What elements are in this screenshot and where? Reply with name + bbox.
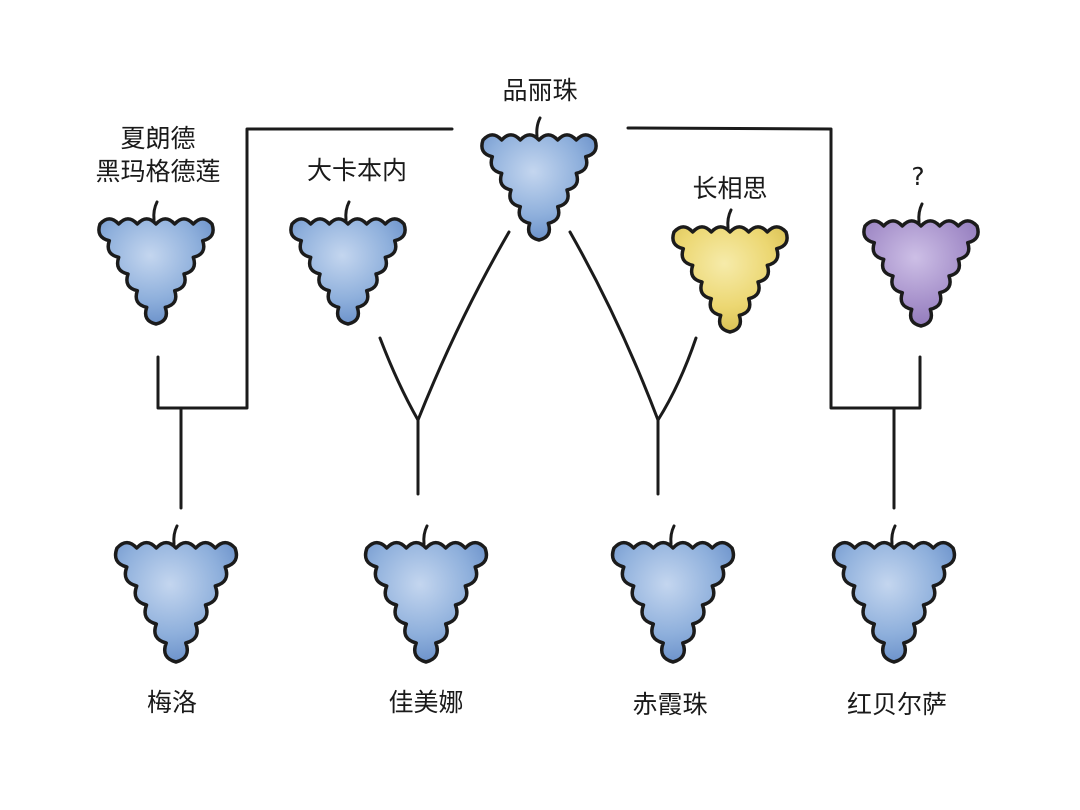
grape-rebelsa-body [831,540,957,664]
grape-merlot-stem [172,524,179,546]
grape-label-cabernet-franc: 品丽珠 [502,76,578,105]
grape-cabernet-franc-stem [535,116,542,138]
grape-carmenere-stem [422,524,429,546]
grape-sauvignon-blanc [671,208,789,334]
grape-charente [97,200,215,326]
connector-lines [156,126,922,510]
grape-cabernet-sauvignon [610,524,736,664]
grape-sauvignon-blanc-stem [726,208,733,230]
grape-cabernet-franc-body [480,133,598,242]
connector-cabernet-sauvignon [568,230,698,496]
connector-carmenere [378,230,511,496]
grape-cabernet-sauvignon-stem [669,524,676,546]
grape-carmenere-body [363,540,489,664]
grape-label-charente: 夏朗德 黑玛格德莲 [95,122,220,188]
grape-label-line-2: 黑玛格德莲 [95,157,221,186]
grape-rebelsa [831,524,957,664]
grape-great-cabernet-body [289,217,407,326]
grape-unknown-stem [917,202,924,224]
grape-label-unknown: ? [911,162,925,191]
connector-merlot [156,127,454,410]
grape-merlot [113,524,239,664]
grape-cabernet-sauvignon-body [610,540,736,664]
grape-great-cabernet-stem [344,200,351,222]
grape-charente-body [97,217,215,326]
grape-rebelsa-stem [890,524,897,546]
grape-merlot-body [113,540,239,664]
grape-cabernet-franc [480,116,598,242]
grape-carmenere [363,524,489,664]
grape-great-cabernet [289,200,407,326]
grape-unknown-body [862,219,980,328]
grape-sauvignon-blanc-body [671,225,789,334]
grape-label-line-1: 夏朗德 [120,124,196,153]
connector-rebelsa [626,126,922,410]
grape-label-great-cabernet: 大卡本内 [306,156,408,185]
grape-label-cabernet-sauvignon: 赤霞珠 [632,690,708,719]
grape-charente-stem [152,200,159,222]
grape-label-rebelsa: 红贝尔萨 [846,690,948,719]
grape-label-carmenere: 佳美娜 [388,688,464,717]
grape-layer [97,116,980,664]
grape-label-merlot: 梅洛 [146,688,198,717]
grape-unknown [862,202,980,328]
grape-label-sauvignon-blanc: 长相思 [692,174,768,203]
